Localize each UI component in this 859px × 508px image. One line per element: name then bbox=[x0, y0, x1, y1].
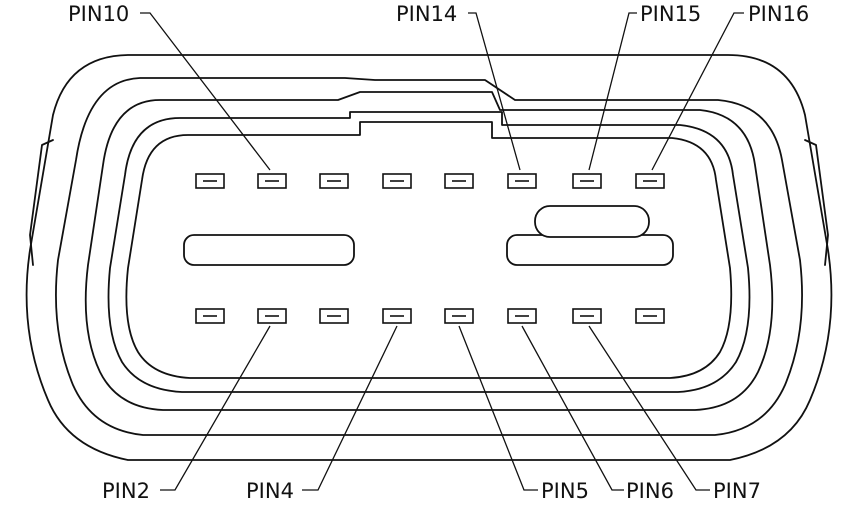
pin-contacts bbox=[195, 173, 665, 324]
left-latch-tab bbox=[29, 139, 54, 266]
label-pin7: PIN7 bbox=[713, 479, 761, 503]
cavity-outline-inner bbox=[125, 121, 733, 379]
label-pin15: PIN15 bbox=[640, 2, 701, 26]
key-slots bbox=[183, 205, 674, 266]
label-pin14: PIN14 bbox=[396, 2, 457, 26]
pin-7 bbox=[572, 308, 602, 324]
label-pin4: PIN4 bbox=[246, 479, 294, 503]
pin-4 bbox=[382, 308, 412, 324]
leader-line-pin7 bbox=[588, 325, 710, 491]
pin-13 bbox=[444, 173, 474, 189]
housing-outline-2 bbox=[55, 77, 803, 436]
pin-10 bbox=[257, 173, 287, 189]
housing-outline-3 bbox=[84, 91, 774, 411]
pin-9 bbox=[195, 173, 225, 189]
right-key-slot bbox=[506, 234, 674, 266]
leader-line-pin6 bbox=[521, 325, 624, 491]
pin-14 bbox=[507, 173, 537, 189]
right-latch-tab bbox=[804, 139, 829, 266]
cavity-outline-outer bbox=[107, 111, 751, 393]
pin-16 bbox=[635, 173, 665, 189]
pin-6 bbox=[507, 308, 537, 324]
leader-line-pin14 bbox=[468, 12, 521, 171]
leader-lines bbox=[140, 12, 744, 491]
label-pin6: PIN6 bbox=[626, 479, 674, 503]
pin-5 bbox=[444, 308, 474, 324]
label-pin16: PIN16 bbox=[748, 2, 809, 26]
connector-housing bbox=[25, 54, 833, 461]
leader-line-pin2 bbox=[160, 325, 271, 491]
housing-outer-outline bbox=[25, 54, 833, 461]
pin-3 bbox=[319, 308, 349, 324]
pin-2 bbox=[257, 308, 287, 324]
pin-11 bbox=[319, 173, 349, 189]
right-key-bump bbox=[534, 205, 650, 238]
left-key-slot bbox=[183, 234, 355, 266]
label-pin5: PIN5 bbox=[541, 479, 589, 503]
pin-labels: PIN10 PIN14 PIN15 PIN16 PIN2 PIN4 PIN5 P… bbox=[68, 2, 809, 503]
leader-line-pin10 bbox=[140, 12, 271, 171]
leader-line-pin16 bbox=[651, 12, 744, 171]
label-pin2: PIN2 bbox=[102, 479, 150, 503]
leader-line-pin5 bbox=[458, 325, 538, 491]
pin-15 bbox=[572, 173, 602, 189]
leader-line-pin4 bbox=[302, 325, 398, 491]
pin-1 bbox=[195, 308, 225, 324]
label-pin10: PIN10 bbox=[68, 2, 129, 26]
pin-8 bbox=[635, 308, 665, 324]
pin-12 bbox=[382, 173, 412, 189]
leader-line-pin15 bbox=[588, 12, 637, 171]
